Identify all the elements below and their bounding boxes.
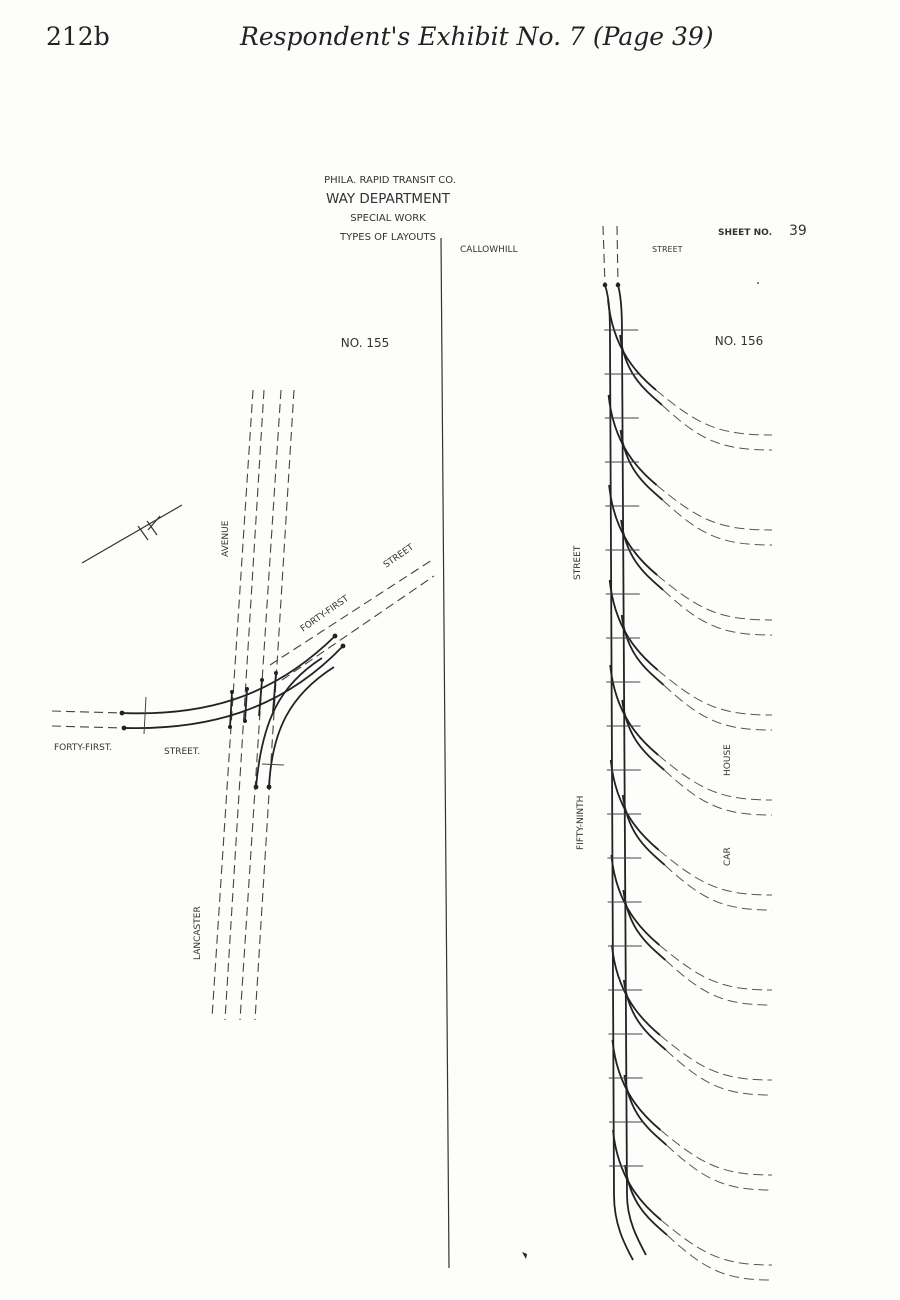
- sheet-number: 39: [789, 223, 807, 239]
- car-house-curve-inner: [610, 944, 661, 1036]
- layout-156-number: NO. 156: [715, 334, 763, 348]
- car-house-curve-outer: [623, 1074, 668, 1146]
- car-house-curve-outer: [619, 334, 663, 406]
- car-house-curve-inner: [612, 1129, 662, 1221]
- car-house-dashed-track: [663, 684, 773, 731]
- car-house-curve-inner: [610, 854, 660, 946]
- car-house-curve-outer: [620, 519, 664, 591]
- car-house-dashed-track: [662, 499, 773, 546]
- car-house-dashed-track: [659, 944, 773, 991]
- car-house-dashed-track: [662, 589, 773, 636]
- car-house-curve-inner: [609, 759, 660, 851]
- speck: [522, 1252, 527, 1259]
- car-house-dashed-track: [656, 484, 773, 531]
- car-house-curve-outer: [621, 699, 665, 771]
- layout-155-special-work: [119, 633, 346, 790]
- label-car: CAR: [723, 847, 733, 866]
- title-company: PHILA. RAPID TRANSIT CO.: [324, 175, 456, 186]
- label-fifty-ninth: FIFTY-NINTH: [576, 796, 586, 850]
- label-street-upper: STREET: [382, 542, 416, 570]
- car-house-curve-outer: [624, 1164, 668, 1236]
- fifty-ninth-street-lead-tracks: [602, 225, 621, 288]
- car-house-curves: [607, 299, 773, 1281]
- label-avenue: AVENUE: [221, 520, 231, 557]
- label-callowhill: CALLOWHILL: [460, 245, 518, 255]
- car-house-dashed-track: [658, 849, 773, 896]
- car-house-dashed-track: [661, 404, 773, 451]
- track-cross-ticks: [604, 329, 644, 1167]
- title-types-of-layouts: TYPES OF LAYOUTS: [339, 232, 436, 243]
- car-house-dashed-track: [666, 1234, 773, 1281]
- car-house-curve-outer: [622, 889, 666, 961]
- label-forty-first-upper: FORTY-FIRST: [299, 594, 351, 635]
- label-callowhill-street: STREET: [652, 245, 683, 254]
- car-house-dashed-track: [657, 754, 773, 801]
- car-house-curve-outer: [621, 794, 666, 866]
- speck: [757, 282, 759, 284]
- layout-155-number: NO. 155: [341, 336, 389, 350]
- label-street-lower: STREET.: [164, 747, 200, 757]
- car-house-dashed-track: [664, 864, 773, 911]
- exhibit-title: Respondent's Exhibit No. 7 (Page 39): [240, 22, 714, 51]
- sheet-label: SHEET NO.: [718, 228, 772, 238]
- car-house-curve-inner: [608, 484, 658, 576]
- car-house-dashed-track: [659, 1034, 773, 1081]
- divider-line: [440, 237, 450, 1269]
- car-house-dashed-track: [664, 959, 773, 1006]
- car-house-curve-inner: [607, 394, 658, 486]
- label-lancaster: LANCASTER: [193, 906, 203, 960]
- car-house-dashed-track: [665, 1049, 773, 1096]
- label-fifty-ninth-street: STREET: [573, 545, 583, 580]
- north-arrow-icon: [81, 504, 183, 564]
- fifty-ninth-street-main-tracks: [604, 284, 647, 1261]
- forty-first-street-upper-tracks: [269, 559, 435, 681]
- title-department: WAY DEPARTMENT: [326, 191, 451, 207]
- car-house-dashed-track: [656, 574, 773, 621]
- car-house-curve-outer: [619, 429, 664, 501]
- car-house-dashed-track: [657, 669, 773, 716]
- car-house-dashed-track: [655, 389, 773, 436]
- car-house-dashed-track: [660, 1219, 773, 1266]
- car-house-dashed-track: [663, 769, 773, 816]
- car-house-curve-inner: [611, 1039, 662, 1131]
- car-house-dashed-track: [666, 1144, 773, 1191]
- forty-first-street-lower-tracks: [51, 710, 125, 729]
- lancaster-avenue-tracks: [211, 389, 295, 1021]
- car-house-dashed-track: [660, 1129, 773, 1176]
- label-forty-first-lower: FORTY-FIRST.: [54, 743, 112, 753]
- car-house-curve-inner: [609, 664, 659, 756]
- title-special-work: SPECIAL WORK: [350, 213, 426, 224]
- page-number: 212b: [46, 22, 110, 51]
- car-house-curve-inner: [607, 299, 657, 391]
- label-house: HOUSE: [723, 744, 733, 776]
- car-house-curve-outer: [620, 614, 665, 686]
- car-house-curve-outer: [622, 979, 667, 1051]
